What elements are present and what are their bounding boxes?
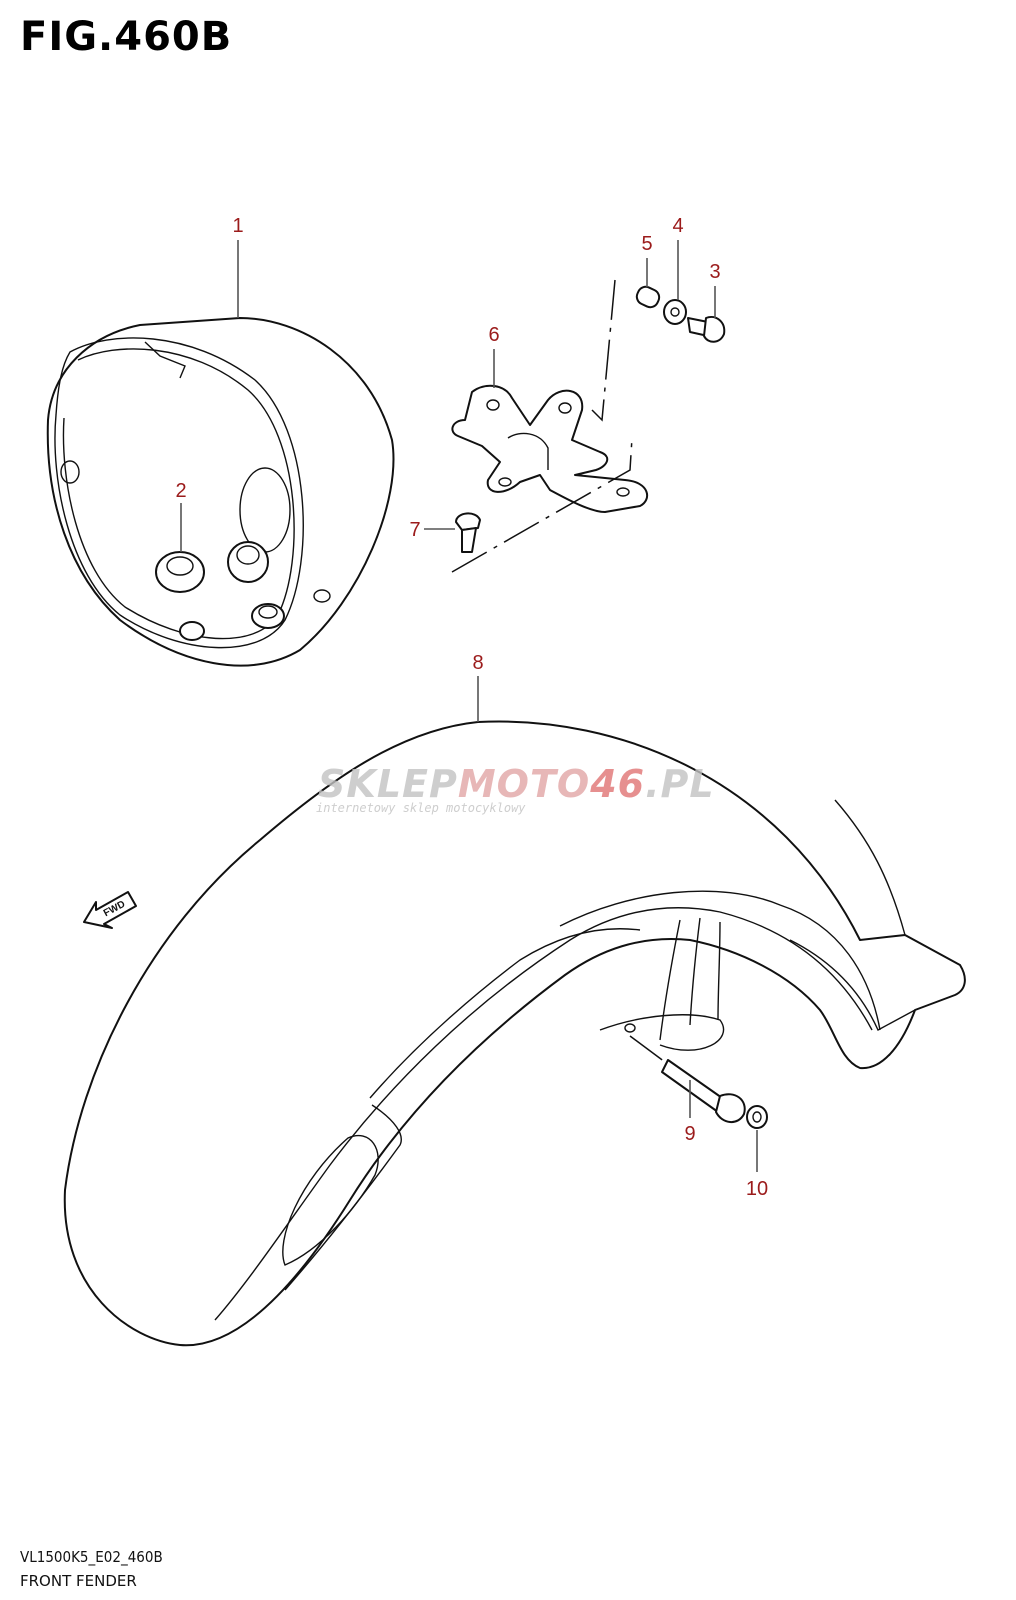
callout-4[interactable]: 4 — [672, 215, 683, 237]
watermark-brand-c: 46 — [589, 762, 645, 806]
bolt-part-3[interactable] — [687, 316, 726, 343]
callout-7[interactable]: 7 — [409, 519, 420, 541]
grommet-part[interactable] — [155, 551, 205, 593]
callout-6[interactable]: 6 — [488, 324, 499, 346]
callout-2[interactable]: 2 — [175, 480, 186, 502]
washer-part-10[interactable] — [746, 1105, 768, 1129]
diagram-code: VL1500K5_E02_460B — [20, 1548, 163, 1566]
front-fender[interactable] — [63, 720, 966, 1347]
callout-3[interactable]: 3 — [709, 261, 720, 283]
collar-part[interactable] — [634, 284, 662, 310]
callout-8[interactable]: 8 — [472, 652, 483, 674]
watermark-brand-d: .PL — [645, 762, 715, 806]
callout-1[interactable]: 1 — [232, 215, 243, 237]
headlight-bracket[interactable] — [451, 384, 649, 513]
watermark-tagline: internetowy sklep motocyklowy — [316, 801, 526, 815]
figure-title: FIG.460B — [20, 14, 233, 60]
bolt-part-7[interactable] — [455, 512, 481, 553]
diagram-name: FRONT FENDER — [20, 1572, 137, 1590]
callouts: 1 2 3 4 5 6 7 8 9 10 — [175, 215, 768, 1200]
headlight-housing[interactable] — [46, 317, 395, 667]
watermark: SKLEPMOTO46.PL internetowy sklep motocyk… — [316, 762, 715, 815]
watermark-brand-a: SKLEP — [318, 762, 458, 806]
washer-part[interactable] — [663, 299, 687, 325]
callout-10[interactable]: 10 — [746, 1178, 768, 1200]
callout-5[interactable]: 5 — [641, 233, 652, 255]
svg-text:SKLEPMOTO46.PL: SKLEPMOTO46.PL — [318, 762, 715, 806]
fwd-arrow-icon: FWD — [83, 891, 137, 929]
bolt-part-9[interactable] — [661, 1059, 746, 1123]
watermark-brand-b: MOTO — [458, 762, 590, 806]
callout-9[interactable]: 9 — [684, 1123, 695, 1145]
